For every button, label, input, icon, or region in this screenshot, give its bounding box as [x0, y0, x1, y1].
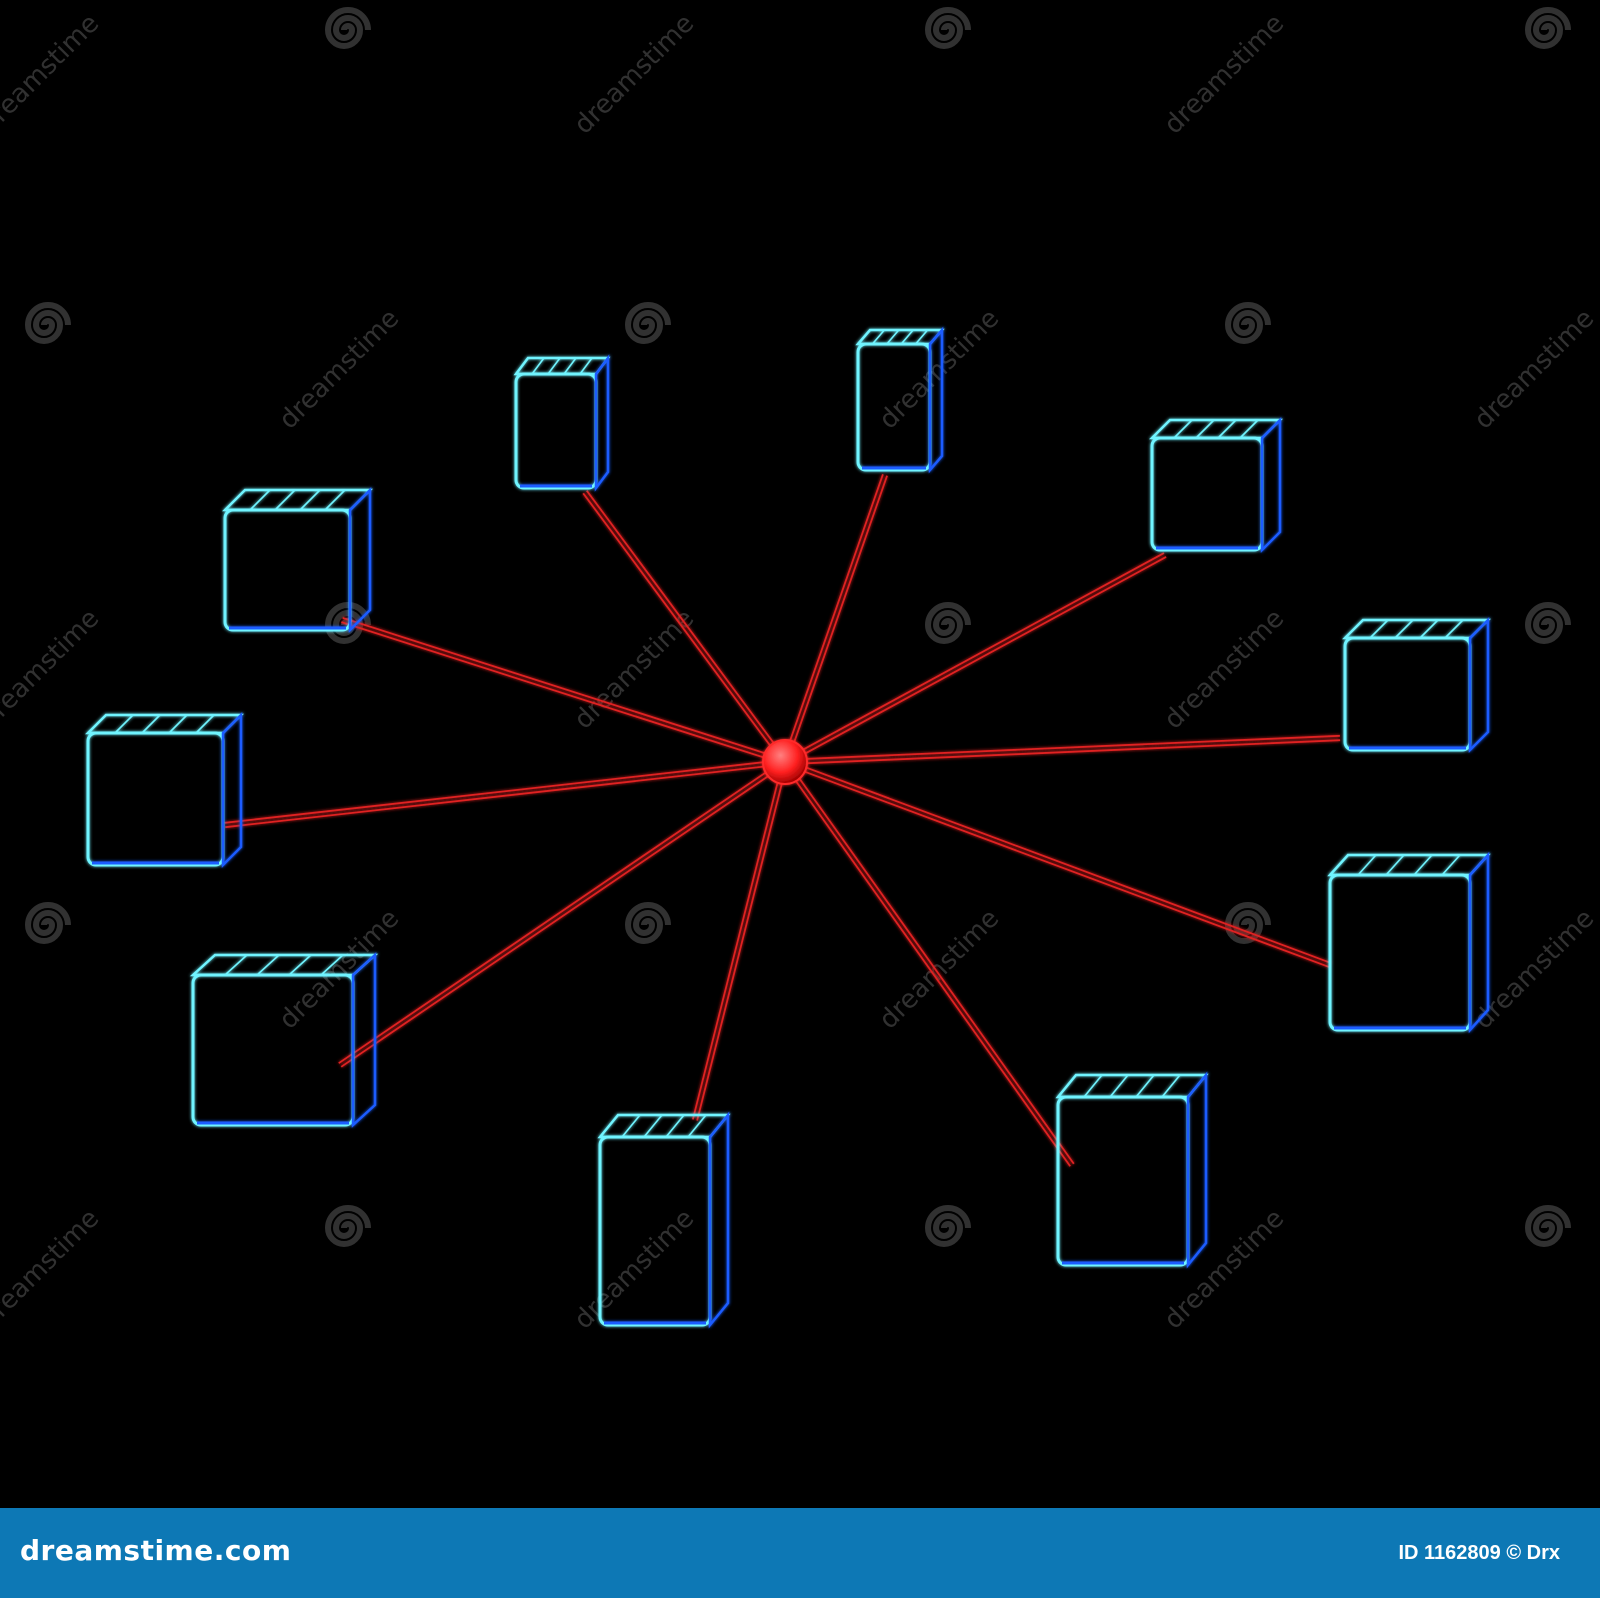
link-node-6 [782, 760, 1075, 1167]
watermark-text: dreamstime [1159, 1204, 1291, 1336]
link-node-3 [783, 552, 1167, 765]
server-node-icon [189, 952, 379, 1128]
link-node-7 [691, 761, 789, 1121]
server-node-icon [221, 486, 374, 634]
server-node-icon [513, 354, 611, 492]
link-node-5 [783, 759, 1332, 968]
watermark-text: dreamstime [874, 904, 1006, 1036]
spiral-icon [24, 902, 71, 944]
nodes-layer [84, 326, 1492, 1329]
footer-bar: dreamstime.com ID 1162809 © Drx [0, 1508, 1600, 1598]
link-node-9 [224, 758, 786, 829]
spiral-icon [1524, 7, 1571, 49]
link-node-1 [582, 490, 788, 764]
watermark-text: dreamstime [569, 9, 701, 141]
watermark-text: dreamstime [874, 304, 1006, 436]
spiral-icon [324, 602, 371, 644]
spiral-icon [1224, 302, 1271, 344]
spiral-icon [24, 302, 71, 344]
watermark-text: dreamstime [1159, 604, 1291, 736]
watermark-text: dreamstime [274, 904, 406, 1036]
spiral-icon [924, 7, 971, 49]
spiral-icon [1524, 1205, 1571, 1247]
watermark-layer: dreamstime dreamstime dreamstime dreamstime… [0, 7, 1600, 1336]
server-node-icon [84, 711, 245, 869]
link-node-4 [784, 734, 1341, 766]
hub-layer [762, 739, 808, 785]
watermark-text: dreamstime [274, 304, 406, 436]
watermark-text: dreamstime [1469, 304, 1600, 436]
watermark-text: dreamstime [0, 1204, 105, 1336]
diagram-stage: dreamstime dreamstime dreamstime dreamstime… [0, 7, 1600, 1336]
server-node-icon [597, 1111, 731, 1329]
server-node-icon [1341, 616, 1492, 754]
spiral-icon [324, 7, 371, 49]
spiral-icon [924, 602, 971, 644]
server-node-icon [1055, 1071, 1209, 1269]
server-node-icon [1327, 851, 1491, 1034]
spiral-icon [624, 902, 671, 944]
footer-logo[interactable]: dreamstime.com [20, 1534, 292, 1567]
link-node-2 [782, 473, 888, 764]
link-node-10 [341, 617, 786, 765]
watermark-text: dreamstime [569, 1204, 701, 1336]
watermark-text: dreamstime [0, 604, 105, 736]
star-topology-diagram: dreamstime dreamstime dreamstime dreamstime… [0, 7, 1600, 1336]
watermark-text: dreamstime [1159, 9, 1291, 141]
server-node-icon [1148, 416, 1284, 554]
hub-node [762, 739, 808, 785]
spiral-icon [324, 1205, 371, 1247]
links-layer [224, 473, 1341, 1167]
server-node-icon [855, 326, 945, 474]
link-node-8 [338, 759, 787, 1068]
spiral-icon [924, 1205, 971, 1247]
image-id-credit: ID 1162809 © Drx [1398, 1542, 1560, 1564]
spiral-icon [1224, 902, 1271, 944]
spiral-icon [624, 302, 671, 344]
spiral-icon [1524, 602, 1571, 644]
watermark-text: dreamstime [0, 9, 105, 141]
